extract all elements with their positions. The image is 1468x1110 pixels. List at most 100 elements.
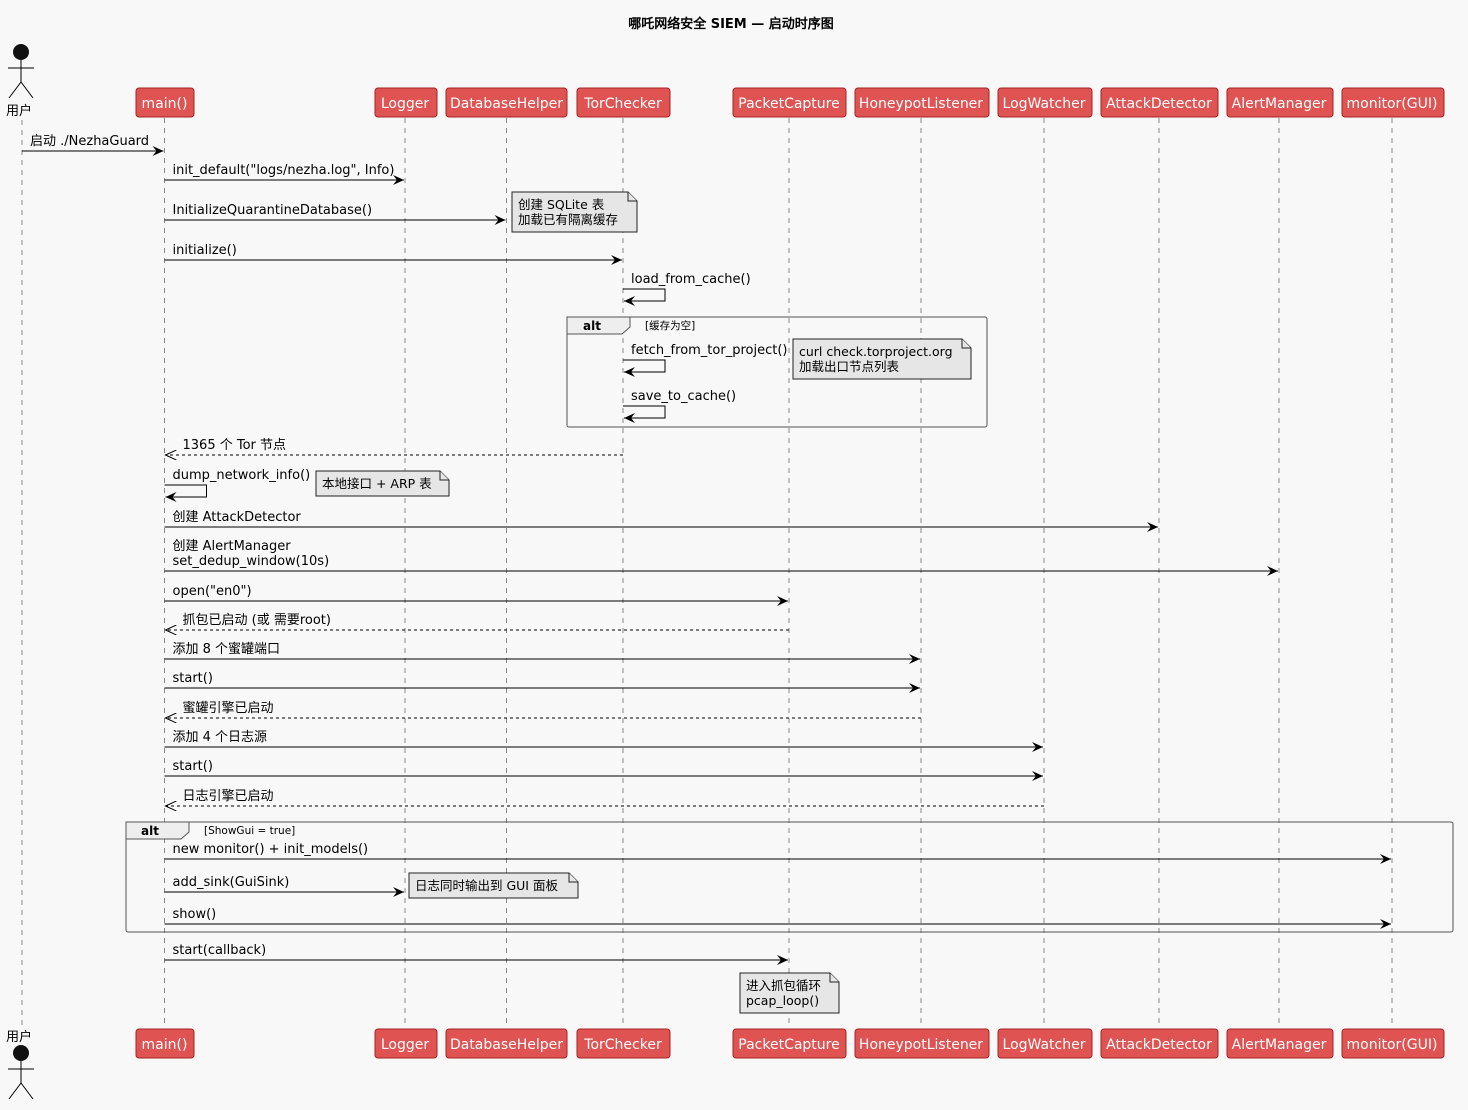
actor-user-top: 用户 [6, 44, 34, 119]
participant-db-top[interactable]: DatabaseHelper [445, 87, 568, 118]
message-2: init_default("logs/nezha.log", Info) [164, 163, 404, 185]
participant-attack-top[interactable]: AttackDetector [1100, 87, 1219, 118]
message-label: 日志引擎已启动 [183, 789, 274, 804]
participant-box [576, 87, 671, 118]
message-label: fetch_from_tor_project() [631, 343, 787, 358]
participant-box [854, 87, 990, 118]
message-22: show() [164, 907, 1391, 929]
note-fold [829, 973, 839, 983]
participant-box [997, 1028, 1093, 1059]
note-box [739, 972, 840, 1014]
message-label: set_dedup_window(10s) [173, 554, 330, 569]
participant-label: PacketCapture [738, 1037, 839, 1053]
participant-db-bottom[interactable]: DatabaseHelper [445, 1028, 568, 1059]
participant-label: AttackDetector [1106, 1037, 1212, 1053]
message-10: 创建 AttackDetector [164, 510, 1158, 532]
participant-box [997, 87, 1093, 118]
participant-label: HoneypotListener [859, 1037, 983, 1053]
message-label: start() [173, 671, 213, 686]
participant-label: Logger [381, 1037, 430, 1053]
participant-main-bottom[interactable]: main() [135, 1028, 195, 1059]
participant-log-bottom[interactable]: LogWatcher [997, 1028, 1093, 1059]
participant-label: TorChecker [583, 1037, 662, 1053]
participant-attack-bottom[interactable]: AttackDetector [1100, 1028, 1219, 1059]
message-15: start() [164, 671, 920, 693]
participant-label: monitor(GUI) [1347, 1037, 1438, 1053]
participant-gui-top[interactable]: monitor(GUI) [1341, 87, 1445, 118]
self-call-arrow [623, 288, 666, 306]
participant-tor-bottom[interactable]: TorChecker [576, 1028, 671, 1059]
note-4: 日志同时输出到 GUI 面板 [408, 872, 579, 899]
participant-label: LogWatcher [1003, 96, 1086, 112]
participant-box [374, 1028, 438, 1059]
alt-fragment-showgui: alt [ShowGui = true] [125, 821, 1454, 933]
message-17: 添加 4 个日志源 [164, 730, 1043, 752]
participant-gui-bottom[interactable]: monitor(GUI) [1341, 1028, 1445, 1059]
message-label: 1365 个 Tor 节点 [183, 438, 287, 453]
participant-box [854, 1028, 990, 1059]
participant-alert-top[interactable]: AlertManager [1226, 87, 1334, 118]
note-fold [439, 471, 449, 481]
message-12: open("en0") [164, 584, 788, 606]
message-5: load_from_cache() [623, 272, 751, 306]
message-label: 蜜罐引擎已启动 [183, 701, 274, 716]
participant-box [1341, 1028, 1445, 1059]
message-label: add_sink(GuiSink) [173, 875, 290, 890]
alt-fragment-label: alt [141, 824, 159, 838]
message-label: new monitor() + init_models() [173, 842, 369, 857]
alt-fragment-label: alt [583, 319, 601, 333]
note-text: curl check.torproject.org [799, 344, 953, 359]
participant-label: PacketCapture [738, 96, 839, 112]
note-text: 进入抓包循环 [746, 978, 821, 993]
message-6: fetch_from_tor_project() [623, 343, 787, 377]
message-label: show() [173, 907, 217, 922]
note-text: 加载出口节点列表 [799, 359, 900, 374]
participant-label: AlertManager [1232, 1037, 1327, 1053]
participant-label: Logger [381, 96, 430, 112]
participant-log-top[interactable]: LogWatcher [997, 87, 1093, 118]
message-label: 添加 4 个日志源 [173, 730, 268, 745]
message-label: dump_network_info() [173, 468, 311, 483]
message-label: initialize() [173, 243, 237, 258]
actor-label: 用户 [6, 1029, 32, 1045]
participant-pcap-top[interactable]: PacketCapture [732, 87, 847, 118]
participant-box [732, 1028, 847, 1059]
participant-label: LogWatcher [1003, 1037, 1086, 1053]
message-23: start(callback) [164, 943, 788, 965]
self-call-arrow [164, 484, 207, 502]
note-3: 本地接口 + ARP 表 [315, 470, 450, 497]
participant-logger-top[interactable]: Logger [374, 87, 438, 118]
participant-main-top[interactable]: main() [135, 87, 195, 118]
message-18: start() [164, 759, 1043, 781]
participant-honey-top[interactable]: HoneypotListener [854, 87, 990, 118]
message-label: start(callback) [173, 943, 267, 958]
participant-tor-top[interactable]: TorChecker [576, 87, 671, 118]
diagram-title: 哪吒网络安全 SIEM — 启动时序图 [628, 16, 834, 32]
message-label: start() [173, 759, 213, 774]
message-9: dump_network_info() [164, 468, 311, 502]
participant-pcap-bottom[interactable]: PacketCapture [732, 1028, 847, 1059]
participant-label: TorChecker [583, 96, 662, 112]
message-label: init_default("logs/nezha.log", Info) [173, 163, 395, 178]
message-7: save_to_cache() [623, 389, 736, 423]
note-box [408, 872, 579, 899]
participant-logger-bottom[interactable]: Logger [374, 1028, 438, 1059]
message-label: save_to_cache() [631, 389, 736, 404]
participant-box [1226, 87, 1334, 118]
self-call-arrow [623, 359, 666, 377]
message-label: 创建 AttackDetector [173, 510, 302, 525]
actor-label: 用户 [6, 103, 32, 119]
participant-box [1100, 1028, 1219, 1059]
alt-fragment-guard: [ShowGui = true] [204, 825, 295, 837]
note-fold [568, 873, 578, 883]
participant-alert-bottom[interactable]: AlertManager [1226, 1028, 1334, 1059]
message-16: 蜜罐引擎已启动 [166, 701, 921, 718]
participant-label: AlertManager [1232, 96, 1327, 112]
participant-label: HoneypotListener [859, 96, 983, 112]
participant-honey-bottom[interactable]: HoneypotListener [854, 1028, 990, 1059]
participant-box [445, 1028, 568, 1059]
